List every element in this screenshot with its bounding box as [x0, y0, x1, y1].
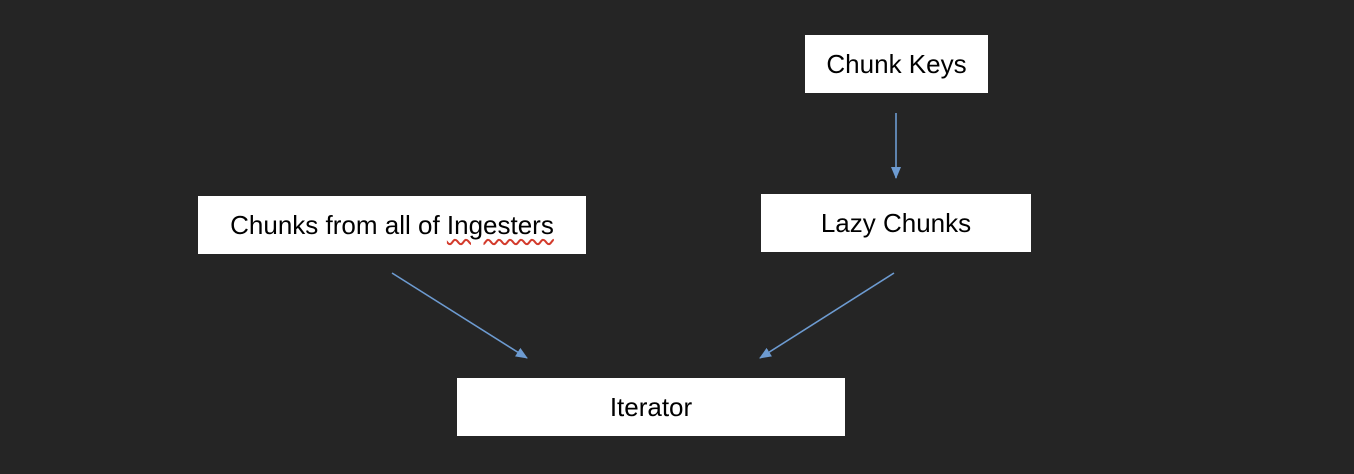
node-ingesters-label-marked-word: Ingesters [446, 209, 554, 240]
node-ingesters-label: Chunks from all of Ingesters [230, 210, 554, 241]
node-ingesters-label-prefix: Chunks from all of [230, 209, 447, 240]
node-iterator: Iterator [457, 378, 845, 436]
arrow-lazy-chunks-to-iterator [759, 272, 895, 359]
node-chunks-from-ingesters: Chunks from all of Ingesters [198, 196, 586, 254]
node-lazy-chunks-label: Lazy Chunks [820, 207, 972, 238]
node-chunk-keys-label: Chunk Keys [826, 48, 967, 79]
node-lazy-chunks: Lazy Chunks [761, 194, 1031, 252]
node-iterator-label: Iterator [609, 391, 693, 422]
arrow-ingesters-to-iterator [391, 272, 528, 359]
node-chunk-keys: Chunk Keys [805, 35, 988, 93]
